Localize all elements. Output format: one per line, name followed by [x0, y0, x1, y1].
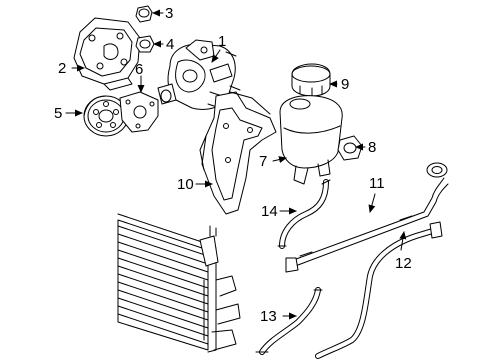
- callout-7: 7: [259, 153, 268, 170]
- callout-8: 8: [368, 139, 377, 156]
- callout-9: 9: [341, 76, 350, 93]
- callout-1: 1: [218, 33, 227, 50]
- bushing-part-4: [135, 35, 155, 53]
- callout-11: 11: [369, 175, 385, 192]
- reservoir-cap-part-9: [291, 63, 331, 97]
- callout-2: 2: [58, 60, 67, 77]
- grommet-part-3: [135, 5, 153, 23]
- callout-6: 6: [135, 61, 144, 78]
- bracket-part-2: [73, 17, 141, 91]
- callout-4: 4: [166, 36, 175, 53]
- return-hose-part-14: [277, 179, 331, 249]
- gasket-part-6: [119, 91, 159, 133]
- callout-10: 10: [177, 176, 194, 193]
- callout-13: 13: [260, 308, 277, 325]
- reservoir-part-7: [279, 95, 343, 185]
- callout-12: 12: [395, 255, 412, 272]
- support-bracket-part-10: [199, 91, 277, 215]
- hose-part-13: [255, 287, 323, 355]
- callout-5: 5: [54, 105, 63, 122]
- pressure-line-part-11: [285, 162, 449, 273]
- callout-3: 3: [165, 5, 174, 22]
- grommet-part-8: [337, 135, 363, 161]
- cooler-assembly: [117, 213, 241, 353]
- leader-lines: [65, 9, 407, 320]
- callout-14: 14: [261, 203, 278, 220]
- cooler-line-part-12: [315, 221, 443, 359]
